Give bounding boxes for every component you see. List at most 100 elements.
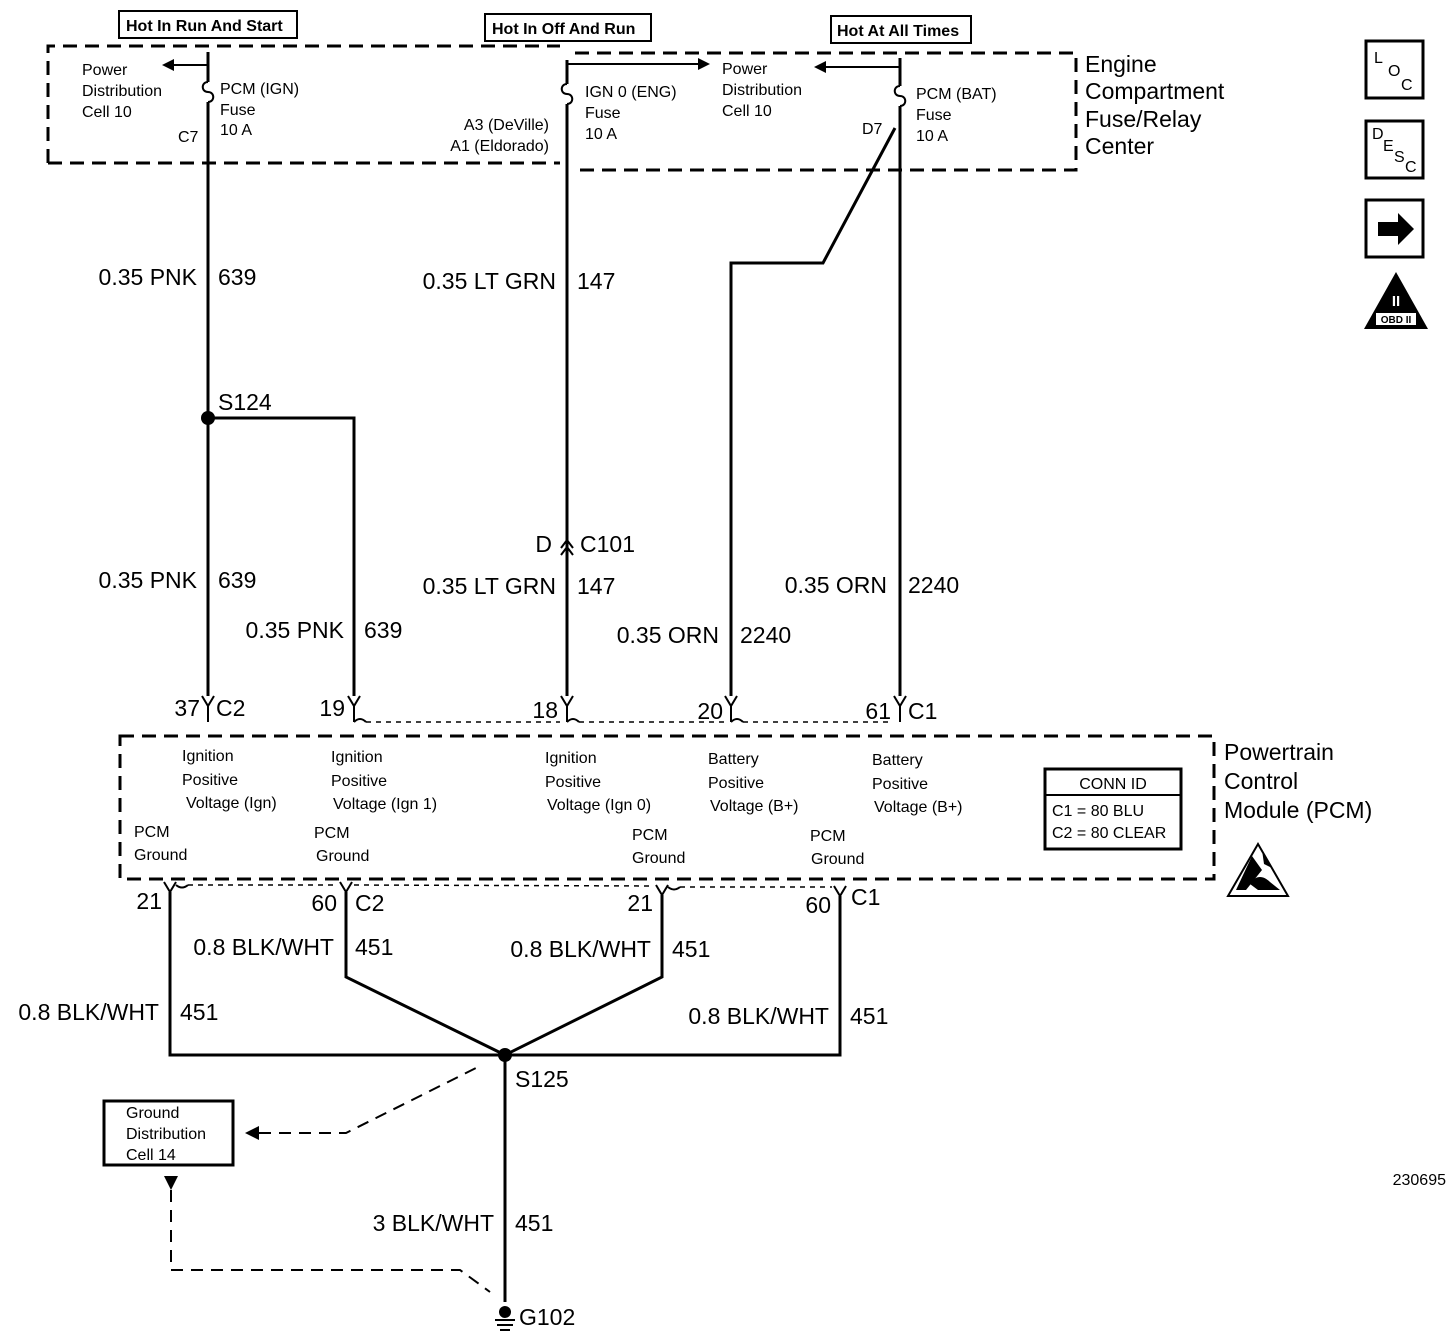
pcm-bottom-connector: 21 60 C2 21 60 C1: [136, 881, 880, 918]
c101-pin: D: [535, 531, 552, 557]
wire-pnk-branch-gauge: 0.35 PNK: [246, 617, 345, 643]
next-page-button[interactable]: [1364, 198, 1425, 259]
pcm-ground-c: PCM Ground: [632, 827, 685, 867]
header-hot-off-run: Hot In Off And Run: [484, 13, 652, 42]
figure-number: 230695: [1393, 1172, 1446, 1189]
wire-gnd-outer: [168, 892, 842, 1057]
fuse-pcm-ign: PCM (IGN) Fuse 10 A C7: [178, 52, 299, 146]
wire-grn-mid-circuit: 147: [577, 573, 615, 599]
wire-orn-2240-branch: [729, 127, 897, 696]
wire-gnd-right: [504, 895, 664, 1057]
arrow-right-icon: [1378, 213, 1414, 245]
pcm-input-bat-a: Battery Positive Voltage (B+): [708, 751, 799, 815]
wire-orn-left-circuit: 2240: [740, 622, 791, 648]
power-dist-left-line2: Distribution: [82, 83, 162, 100]
fuse-ign-cavity: C7: [178, 129, 199, 146]
pcm-input-ign1: Ignition Positive Voltage (Ign 1): [331, 749, 437, 813]
loc-c: C: [1401, 77, 1413, 94]
fuse-bat-name: PCM (BAT): [916, 86, 997, 103]
splice-s125-dot: [498, 1048, 512, 1062]
fuse-bat-type: Fuse: [916, 107, 952, 124]
pcm-input-ign0-line3: Voltage (Ign 0): [547, 797, 651, 814]
wire-orn-left-gauge: 0.35 ORN: [617, 622, 719, 648]
wire-gnd-b-gauge: 0.8 BLK/WHT: [510, 936, 651, 962]
pcm-top-connector: 37 C2 19 18 20 61 C1: [174, 695, 937, 724]
pcm-input-ign0-line1: Ignition: [545, 750, 597, 767]
fuse-ign-name: PCM (IGN): [220, 81, 299, 98]
wire-gnd-main-circuit: 451: [515, 1210, 553, 1236]
power-dist-left-line1: Power: [82, 62, 128, 79]
splice-s124-dot: [201, 411, 215, 425]
pin-21-a: 21: [136, 888, 162, 914]
pcm-input-bat-a-line2: Positive: [708, 775, 764, 792]
ground-dist-line3: Cell 14: [126, 1147, 176, 1164]
pcm-input-ign0-line2: Positive: [545, 774, 601, 791]
pcm-name-line1: Powertrain: [1224, 739, 1334, 765]
wire-gnd-a-circuit: 451: [355, 934, 393, 960]
ground-dist-line1: Ground: [126, 1105, 179, 1122]
fuse-icon: [893, 85, 907, 107]
desc-c: C: [1405, 159, 1417, 176]
header-hot-run-start: Hot In Run And Start: [118, 10, 298, 39]
obd-label: OBD II: [1381, 315, 1412, 326]
pcm-ground-c-line1: PCM: [632, 827, 668, 844]
pcm-outline: [118, 734, 1216, 881]
wire-gnd-outer-right-gauge: 0.8 BLK/WHT: [688, 1003, 829, 1029]
fuse-center-name: Engine Compartment Fuse/Relay Center: [1085, 51, 1225, 159]
pcm-ground-a: PCM Ground: [134, 824, 187, 864]
fuse-ign0-name: IGN 0 (ENG): [585, 84, 677, 101]
ground-distribution-ref: Ground Distribution Cell 14: [102, 1066, 491, 1293]
pin-20: 20: [697, 698, 723, 724]
fuse-center-name-line3: Fuse/Relay: [1085, 106, 1202, 132]
power-dist-right-line3: Cell 10: [722, 103, 772, 120]
desc-d: D: [1372, 126, 1384, 143]
wire-pnk-mid-gauge: 0.35 PNK: [99, 567, 198, 593]
conn-id-c2: C2 = 80 CLEAR: [1052, 825, 1166, 842]
arrow-right-icon: [698, 58, 710, 70]
power-distribution-left: Power Distribution Cell 10: [82, 59, 208, 121]
pin-21-b: 21: [627, 890, 653, 916]
desc-e: E: [1383, 138, 1394, 155]
splice-s125-label: S125: [515, 1066, 569, 1092]
ground-icon: [499, 1306, 511, 1318]
pin-connector-c2-bottom: C2: [355, 890, 384, 916]
wire-pnk-top-circuit: 639: [218, 264, 256, 290]
fuse-center-name-line1: Engine: [1085, 51, 1157, 77]
pin-60-a: 60: [311, 890, 337, 916]
fuse-center-name-line2: Compartment: [1085, 78, 1225, 104]
loc-button[interactable]: L O C: [1364, 39, 1425, 100]
wire-pnk-mid-circuit: 639: [218, 567, 256, 593]
pin-connector-c2-top: C2: [216, 695, 245, 721]
wire-gnd-main-gauge: 3 BLK/WHT: [373, 1210, 494, 1236]
obd-roman: II: [1392, 293, 1400, 310]
arrow-left-icon: [814, 61, 826, 73]
pin-19: 19: [319, 695, 345, 721]
wire-gnd-left: [344, 892, 506, 1057]
fuse-center-name-line4: Center: [1085, 133, 1154, 159]
header-hot-all-times: Hot At All Times: [830, 15, 972, 44]
fuse-center-outline-top-right: [575, 51, 1078, 172]
wire-pnk-639: [206, 102, 356, 696]
pcm-input-bat-b-line2: Positive: [872, 776, 928, 793]
desc-button[interactable]: D E S C: [1364, 119, 1425, 180]
pcm-ground-d: PCM Ground: [810, 828, 864, 868]
pcm-input-ign-line1: Ignition: [182, 748, 234, 765]
wire-pnk-branch-circuit: 639: [364, 617, 402, 643]
fuse-icon: [560, 83, 574, 105]
wire-pnk-top-gauge: 0.35 PNK: [99, 264, 198, 290]
fuse-icon: [201, 81, 215, 103]
ground-g102-label: G102: [519, 1304, 575, 1330]
inline-connector-c101: D C101: [535, 531, 635, 557]
pcm-name-line2: Control: [1224, 768, 1298, 794]
pcm-input-ign-line2: Positive: [182, 772, 238, 789]
pcm-input-ign1-line2: Positive: [331, 773, 387, 790]
pcm-input-ign1-line3: Voltage (Ign 1): [333, 796, 437, 813]
wire-grn-top-gauge: 0.35 LT GRN: [423, 268, 556, 294]
pcm-ground-d-line1: PCM: [810, 828, 846, 845]
power-dist-right-line1: Power: [722, 61, 768, 78]
conn-id-table: CONN ID C1 = 80 BLU C2 = 80 CLEAR: [1043, 767, 1183, 851]
pcm-ground-b-line1: PCM: [314, 825, 350, 842]
fuse-pcm-bat: PCM (BAT) Fuse 10 A D7: [862, 58, 997, 145]
esd-warning-icon: [1226, 841, 1290, 897]
wire-orn-right-gauge: 0.35 ORN: [785, 572, 887, 598]
